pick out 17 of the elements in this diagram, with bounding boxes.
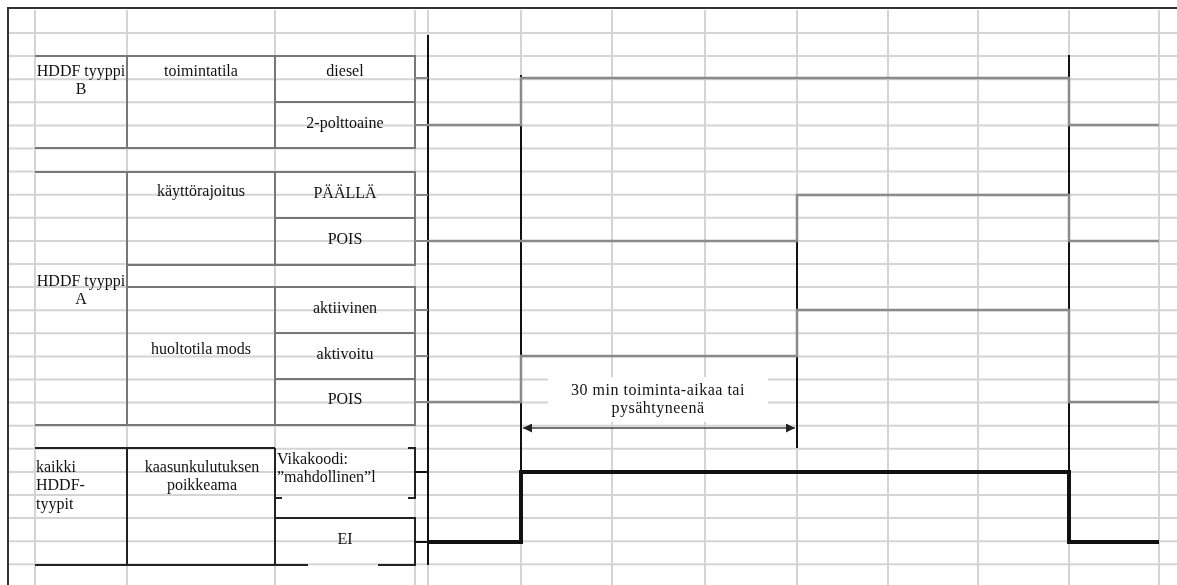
state-label: diesel bbox=[325, 62, 365, 81]
state-label: POIS bbox=[326, 230, 364, 249]
row-label: kaasunkulutuksen poikkeama bbox=[143, 458, 261, 495]
row-label: huoltotila mods bbox=[150, 340, 252, 359]
row-label: käyttörajoitus bbox=[156, 182, 246, 201]
state-label: POIS bbox=[326, 390, 364, 409]
state-label: Vikakoodi: ”mahdollinen”l bbox=[277, 450, 377, 487]
group-label: HDDF tyyppi A bbox=[36, 272, 126, 309]
row-label: toimintatila bbox=[163, 62, 239, 81]
state-label: aktiivinen bbox=[312, 299, 378, 318]
group-label: HDDF tyyppi B bbox=[36, 62, 126, 99]
state-label: aktivoitu bbox=[315, 345, 375, 364]
state-label: EI bbox=[336, 530, 354, 549]
state-label: 2-polttoaine bbox=[305, 114, 385, 133]
group-label: kaikki HDDF-tyypit bbox=[36, 458, 86, 514]
dimension-label: 30 min toiminta-aikaa tai pysähtyneenä bbox=[548, 377, 768, 422]
state-label: PÄÄLLÄ bbox=[312, 184, 378, 203]
